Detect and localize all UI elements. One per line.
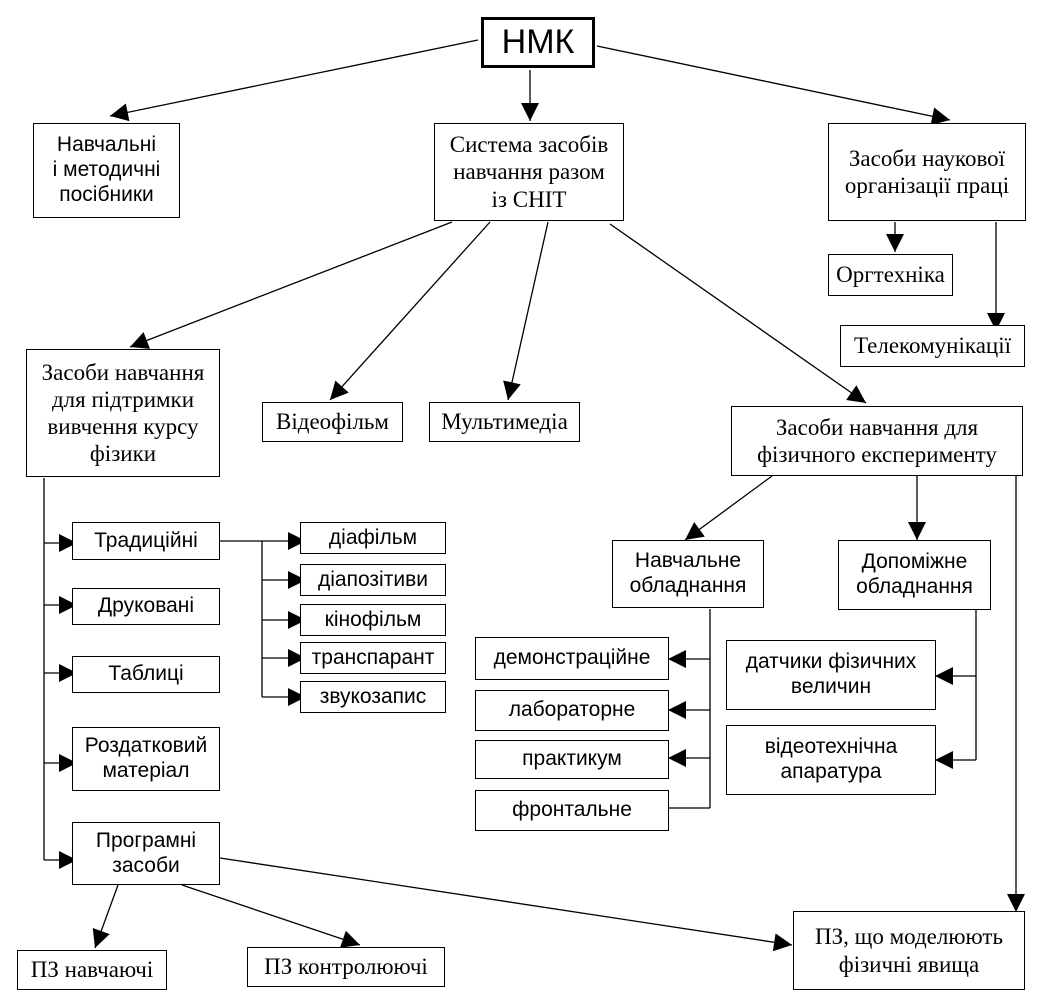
node-multimedia: Мультимедіа: [429, 402, 580, 442]
edge-system-video: [329, 221, 491, 401]
edge-system-multimedia: [503, 221, 549, 401]
node-frontal: фронтальне: [475, 790, 669, 831]
edge-system-support: [129, 221, 453, 349]
node-root-nmk: НМК: [481, 17, 595, 68]
node-audio: звукозапис: [300, 681, 446, 713]
edge-software-control: [181, 884, 361, 948]
edge-root-sciorg: [596, 45, 951, 126]
node-phys-exp: Засоби навчання для фізичного експеримен…: [731, 406, 1023, 476]
node-film: кінофільм: [300, 604, 446, 636]
node-system: Система засобів навчання разом із СНІТ: [434, 123, 624, 221]
node-sci-org: Засоби наукової організації праці: [828, 123, 1026, 221]
node-sw-teach: ПЗ навчаючі: [17, 950, 167, 990]
node-transparency: транспарант: [300, 642, 446, 674]
node-tables: Таблиці: [72, 656, 220, 693]
node-sw-control: ПЗ контролюючі: [247, 947, 445, 987]
node-videotech: відеотехнічна апаратура: [726, 725, 936, 795]
node-manuals: Навчальні і методичні посібники: [33, 123, 180, 218]
node-sensors: датчики фізичних величин: [726, 640, 936, 710]
edge-software-model: [219, 857, 793, 952]
edge-system-physexp: [609, 223, 867, 404]
node-orgtech: Оргтехніка: [828, 254, 953, 296]
edge-software-teach: [92, 884, 119, 949]
node-printed: Друковані: [72, 588, 220, 625]
node-telecom: Телекомунікації: [840, 325, 1025, 367]
node-edu-equip: Навчальне обладнання: [612, 540, 764, 608]
node-video: Відеофільм: [262, 402, 403, 442]
edge-physexp-edu: [684, 475, 773, 541]
node-slides: діапозітиви: [300, 564, 446, 596]
node-practicum: практикум: [475, 740, 669, 779]
node-software: Програмні засоби: [72, 822, 220, 885]
node-aux-equip: Допоміжне обладнання: [838, 540, 991, 610]
node-demo: демонстраційне: [475, 637, 669, 680]
edge-root-manuals: [109, 39, 479, 122]
node-lab: лабораторне: [475, 690, 669, 731]
node-support: Засоби навчання для підтримки вивчення к…: [26, 349, 220, 477]
node-handout: Роздатковий матеріал: [72, 727, 220, 791]
node-traditional: Традиційні: [72, 522, 220, 560]
node-sw-model: ПЗ, що моделюють фізичні явища: [793, 911, 1025, 990]
node-filmstrip: діафільм: [300, 522, 446, 554]
